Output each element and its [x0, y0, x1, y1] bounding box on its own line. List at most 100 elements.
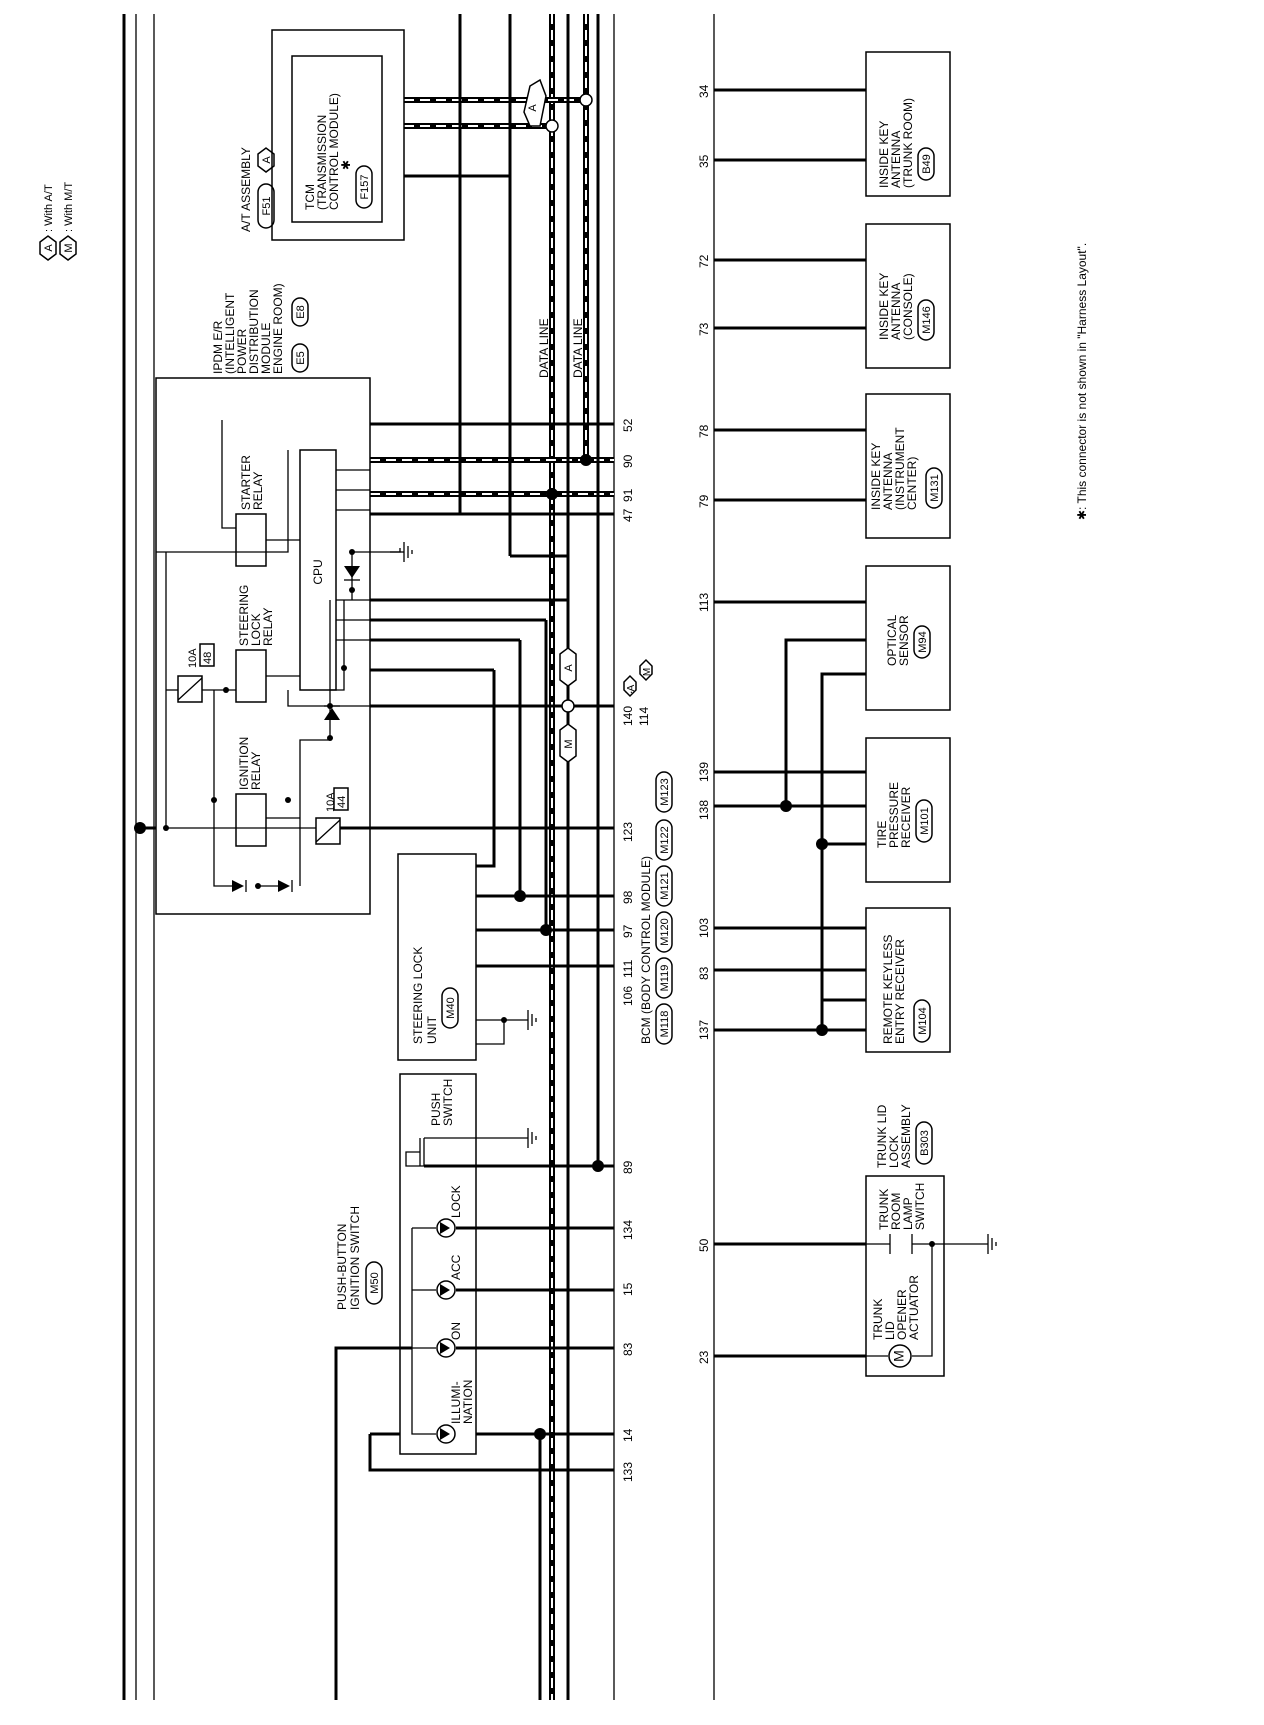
remote-keyless-connector: M104 — [917, 1007, 929, 1035]
bcm-connector-6: M123 — [659, 778, 671, 806]
inside-key-instrument-connector: M131 — [929, 474, 941, 502]
inside-key-console-line-2: ANTENNA — [889, 283, 903, 340]
trunk-lid-lock-line-3: ASSEMBLY — [899, 1104, 913, 1168]
pin-134: 134 — [621, 1220, 635, 1240]
trunk-actuator-line-1: TRUNK — [871, 1299, 885, 1340]
led-illumination-label-2: NATION — [461, 1380, 475, 1424]
inside-key-instrument-line-3: (INSTRUMENT — [893, 427, 907, 510]
trunk-actuator-line-2: LID — [883, 1321, 897, 1340]
at-assembly: A/T ASSEMBLY F51 A TCM (TRANSMISSION CON… — [239, 29, 547, 241]
tcm-line-1: TCM — [303, 184, 317, 210]
push-button-line-1: PUSH-BUTTON — [335, 1224, 349, 1310]
ipdm-line-4: DISTRIBUTION — [247, 289, 261, 374]
pin-47: 47 — [621, 508, 635, 522]
pin-139: 139 — [697, 762, 711, 782]
tire-pressure-line-2: PRESSURE — [887, 782, 901, 848]
pin-34: 34 — [697, 84, 711, 98]
trunk-lid-lock-connector: B303 — [919, 1130, 931, 1156]
steering-lock-unit-line-2: UNIT — [425, 1015, 439, 1044]
at-code-140: A — [563, 664, 575, 672]
pin-113: 113 — [697, 593, 711, 612]
pin-90: 90 — [621, 454, 635, 468]
at-assembly-label: A/T ASSEMBLY — [239, 147, 253, 232]
ipdm-bcm-wires — [134, 422, 614, 834]
bcm-connector-3: M120 — [659, 918, 671, 946]
data-line-label-1: DATA LINE — [537, 318, 551, 378]
tcm-star: ✱ — [339, 160, 353, 170]
tcm-at-code: A — [527, 104, 539, 112]
pin-114-m-code: M — [642, 668, 653, 676]
inside-key-console: INSIDE KEY ANTENNA (CONSOLE) M146 — [865, 223, 951, 369]
legend-a-text: : With A/T — [43, 184, 55, 232]
ipdm-line-2: (INTELLIGENT — [223, 292, 237, 374]
steering-lock-unit-connector: M40 — [445, 997, 457, 1018]
inside-key-console-connector: M146 — [921, 306, 933, 334]
bcm-connector-2: M119 — [659, 965, 671, 992]
legend: A : With A/T M : With M/T — [39, 182, 77, 261]
inside-key-console-line-3: (CONSOLE) — [901, 273, 915, 340]
ipdm-line-6: ENGINE ROOM) — [271, 283, 285, 374]
inside-key-instrument: INSIDE KEY ANTENNA (INSTRUMENT CENTER) M… — [865, 393, 951, 539]
trunk-motor-symbol: M — [891, 1350, 907, 1362]
trunk-lid-lock-assembly: TRUNK LID LOCK ASSEMBLY B303 TRUNK ROOM … — [865, 1104, 997, 1377]
inside-key-instrument-line-1: INSIDE KEY — [869, 443, 883, 510]
right-wires — [714, 88, 866, 1358]
pin-133: 133 — [621, 1462, 635, 1482]
ipdm-line-1: IPDM E/R — [211, 320, 225, 374]
push-button-connector: M50 — [369, 1272, 381, 1293]
optical-sensor-connector: M94 — [917, 631, 929, 652]
at-mt-connector: A M 140 : A 114 M — [559, 647, 653, 763]
trunk-lid-lock-line-2: LOCK — [887, 1135, 901, 1168]
push-button-ignition-switch: PUSH-BUTTON IGNITION SWITCH M50 PUSH SWI… — [334, 14, 614, 1700]
remote-keyless-entry-receiver: REMOTE KEYLESS ENTRY RECEIVER M104 — [865, 907, 951, 1053]
ignition-relay-line-1: IGNITION — [237, 737, 251, 790]
legend-m-code: M — [63, 243, 75, 252]
pin-35: 35 — [697, 154, 711, 168]
pin-23: 23 — [697, 1350, 711, 1364]
pin-138: 138 — [697, 800, 711, 820]
trunk-switch-line-4: SWITCH — [913, 1183, 927, 1230]
trunk-switch-line-3: LAMP — [901, 1197, 915, 1230]
push-button-line-2: IGNITION SWITCH — [348, 1206, 362, 1310]
ipdm-line-5: MODULE — [259, 323, 273, 374]
legend-m-text: : With M/T — [63, 182, 75, 232]
ipdm-er: IPDM E/R (INTELLIGENT POWER DISTRIBUTION… — [155, 283, 413, 915]
inside-key-instrument-line-4: CENTER) — [905, 457, 919, 510]
pin-79: 79 — [697, 494, 711, 508]
remote-keyless-line-2: ENTRY RECEIVER — [893, 939, 907, 1044]
bcm-connector-5: M122 — [659, 826, 671, 854]
pin-103: 103 — [697, 918, 711, 938]
inside-key-trunk-line-2: ANTENNA — [889, 131, 903, 188]
data-lines — [370, 14, 614, 1700]
tcm-line-3: CONTROL MODULE) — [327, 93, 341, 210]
bcm-label-text: BCM (BODY CONTROL MODULE) — [639, 856, 653, 1044]
pin-83-right: 83 — [697, 966, 711, 980]
optical-sensor-line-1: OPTICAL — [885, 614, 899, 666]
pin-106: 106 — [621, 986, 635, 1006]
pin-72: 72 — [697, 254, 711, 268]
frame-lines — [122, 14, 715, 1700]
pin-97: 97 — [621, 924, 635, 938]
mt-code-114: M — [563, 739, 575, 748]
tire-pressure-line-1: TIRE — [875, 821, 889, 848]
pin-123: 123 — [621, 822, 635, 842]
trunk-lid-lock-line-1: TRUNK LID — [875, 1104, 889, 1168]
bcm-connector-4: M121 — [659, 872, 671, 900]
legend-a-code: A — [43, 244, 55, 252]
pin-83-left: 83 — [621, 1342, 635, 1356]
fuse-48-rating: 10A — [187, 648, 199, 668]
pin-73: 73 — [697, 322, 711, 336]
optical-sensor-line-2: SENSOR — [897, 615, 911, 666]
steering-lock-relay-line-2: LOCK — [249, 613, 263, 646]
bcm-pins-right: 34 35 72 73 78 79 113 139 138 103 83 137… — [697, 84, 711, 1364]
trunk-actuator-line-4: ACTUATOR — [907, 1275, 921, 1340]
trunk-switch-line-2: ROOM — [889, 1193, 903, 1230]
inside-key-trunk-line-3: (TRUNK ROOM) — [901, 98, 915, 188]
led-acc-label: ACC — [449, 1254, 463, 1280]
starter-relay-line-1: STARTER — [239, 455, 253, 510]
pin-52: 52 — [621, 418, 635, 432]
ipdm-connector-2: E8 — [295, 305, 307, 318]
data-line-label-2: DATA LINE — [571, 318, 585, 378]
